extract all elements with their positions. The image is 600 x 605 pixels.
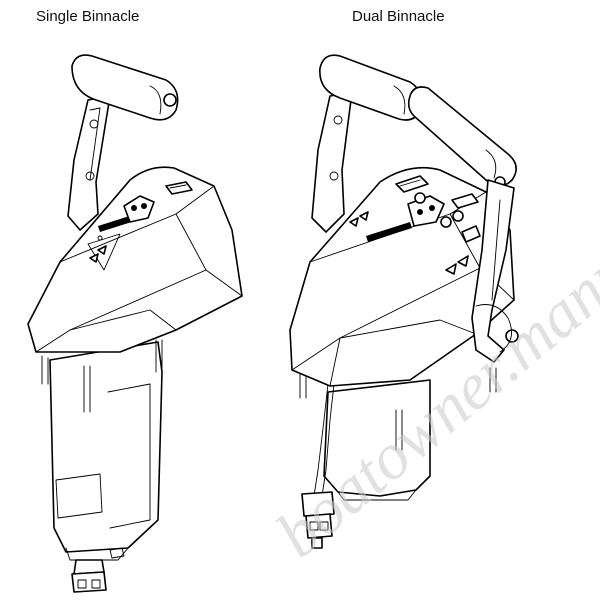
single-binnacle-caption: Single Binnacle [36,8,140,25]
dual-binnacle [289,54,519,549]
single-binnacle [27,54,243,593]
dual-brand-logo [366,222,412,242]
dual-binnacle-caption: Dual Binnacle [352,8,445,25]
